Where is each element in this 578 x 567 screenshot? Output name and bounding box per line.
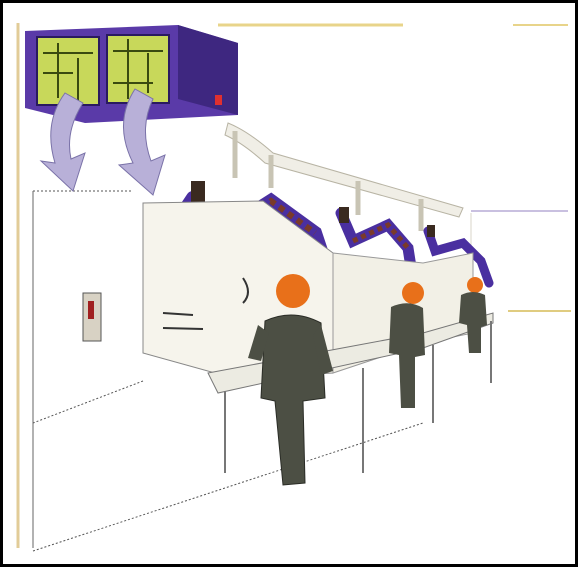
workshop-illustration [3, 3, 575, 564]
